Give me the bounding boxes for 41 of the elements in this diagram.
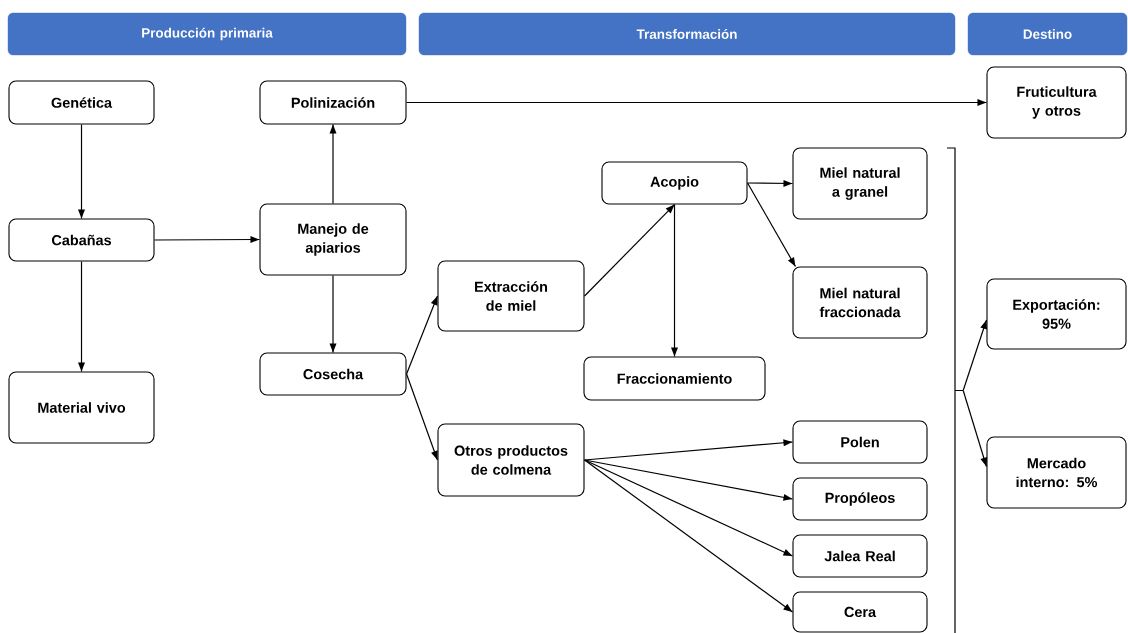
process-box: Mercado interno: 5%	[986, 436, 1127, 509]
arrow	[583, 459, 794, 557]
arrow	[405, 99, 988, 106]
arrow	[962, 319, 988, 392]
process-box: Material vivo	[8, 371, 155, 444]
process-box: Cabañas	[8, 218, 155, 262]
arrow	[583, 203, 676, 297]
arrow	[746, 182, 797, 268]
process-box: Acopio	[601, 161, 748, 205]
arrow	[583, 439, 794, 461]
process-box: Fruticultura y otros	[986, 66, 1127, 139]
arrow	[78, 123, 85, 220]
process-box: Genética	[8, 80, 155, 125]
stage-header-band: Producción primaria	[7, 12, 407, 56]
stage-header-band: Transformación	[418, 12, 956, 56]
bracket	[946, 147, 964, 633]
arrow	[153, 236, 261, 244]
arrow	[405, 373, 439, 461]
arrow	[405, 295, 439, 375]
stage-header-band: Destino	[967, 12, 1128, 56]
process-box: Manejo de apiarios	[259, 203, 407, 276]
process-box: Polen	[792, 420, 928, 464]
arrow	[583, 459, 794, 501]
process-box: Otros productos de colmena	[437, 423, 585, 497]
arrow	[329, 274, 337, 354]
arrow	[78, 260, 85, 373]
arrow	[746, 179, 794, 187]
arrow	[329, 123, 337, 205]
process-box: Fraccionamiento	[583, 356, 766, 401]
process-box: Polinización	[259, 80, 407, 125]
process-box: Exportación: 95%	[986, 278, 1127, 350]
process-box: Miel natural a granel	[792, 147, 928, 220]
arrow	[583, 459, 794, 613]
arrow	[671, 203, 678, 358]
process-box: Miel natural fraccionada	[792, 266, 928, 339]
process-box: Extracción de miel	[437, 260, 585, 332]
process-box: Propóleos	[792, 477, 928, 521]
process-box: Cosecha	[259, 352, 407, 396]
process-box: Cera	[792, 591, 928, 633]
arrow	[962, 389, 988, 468]
process-box: Jalea Real	[792, 534, 928, 578]
